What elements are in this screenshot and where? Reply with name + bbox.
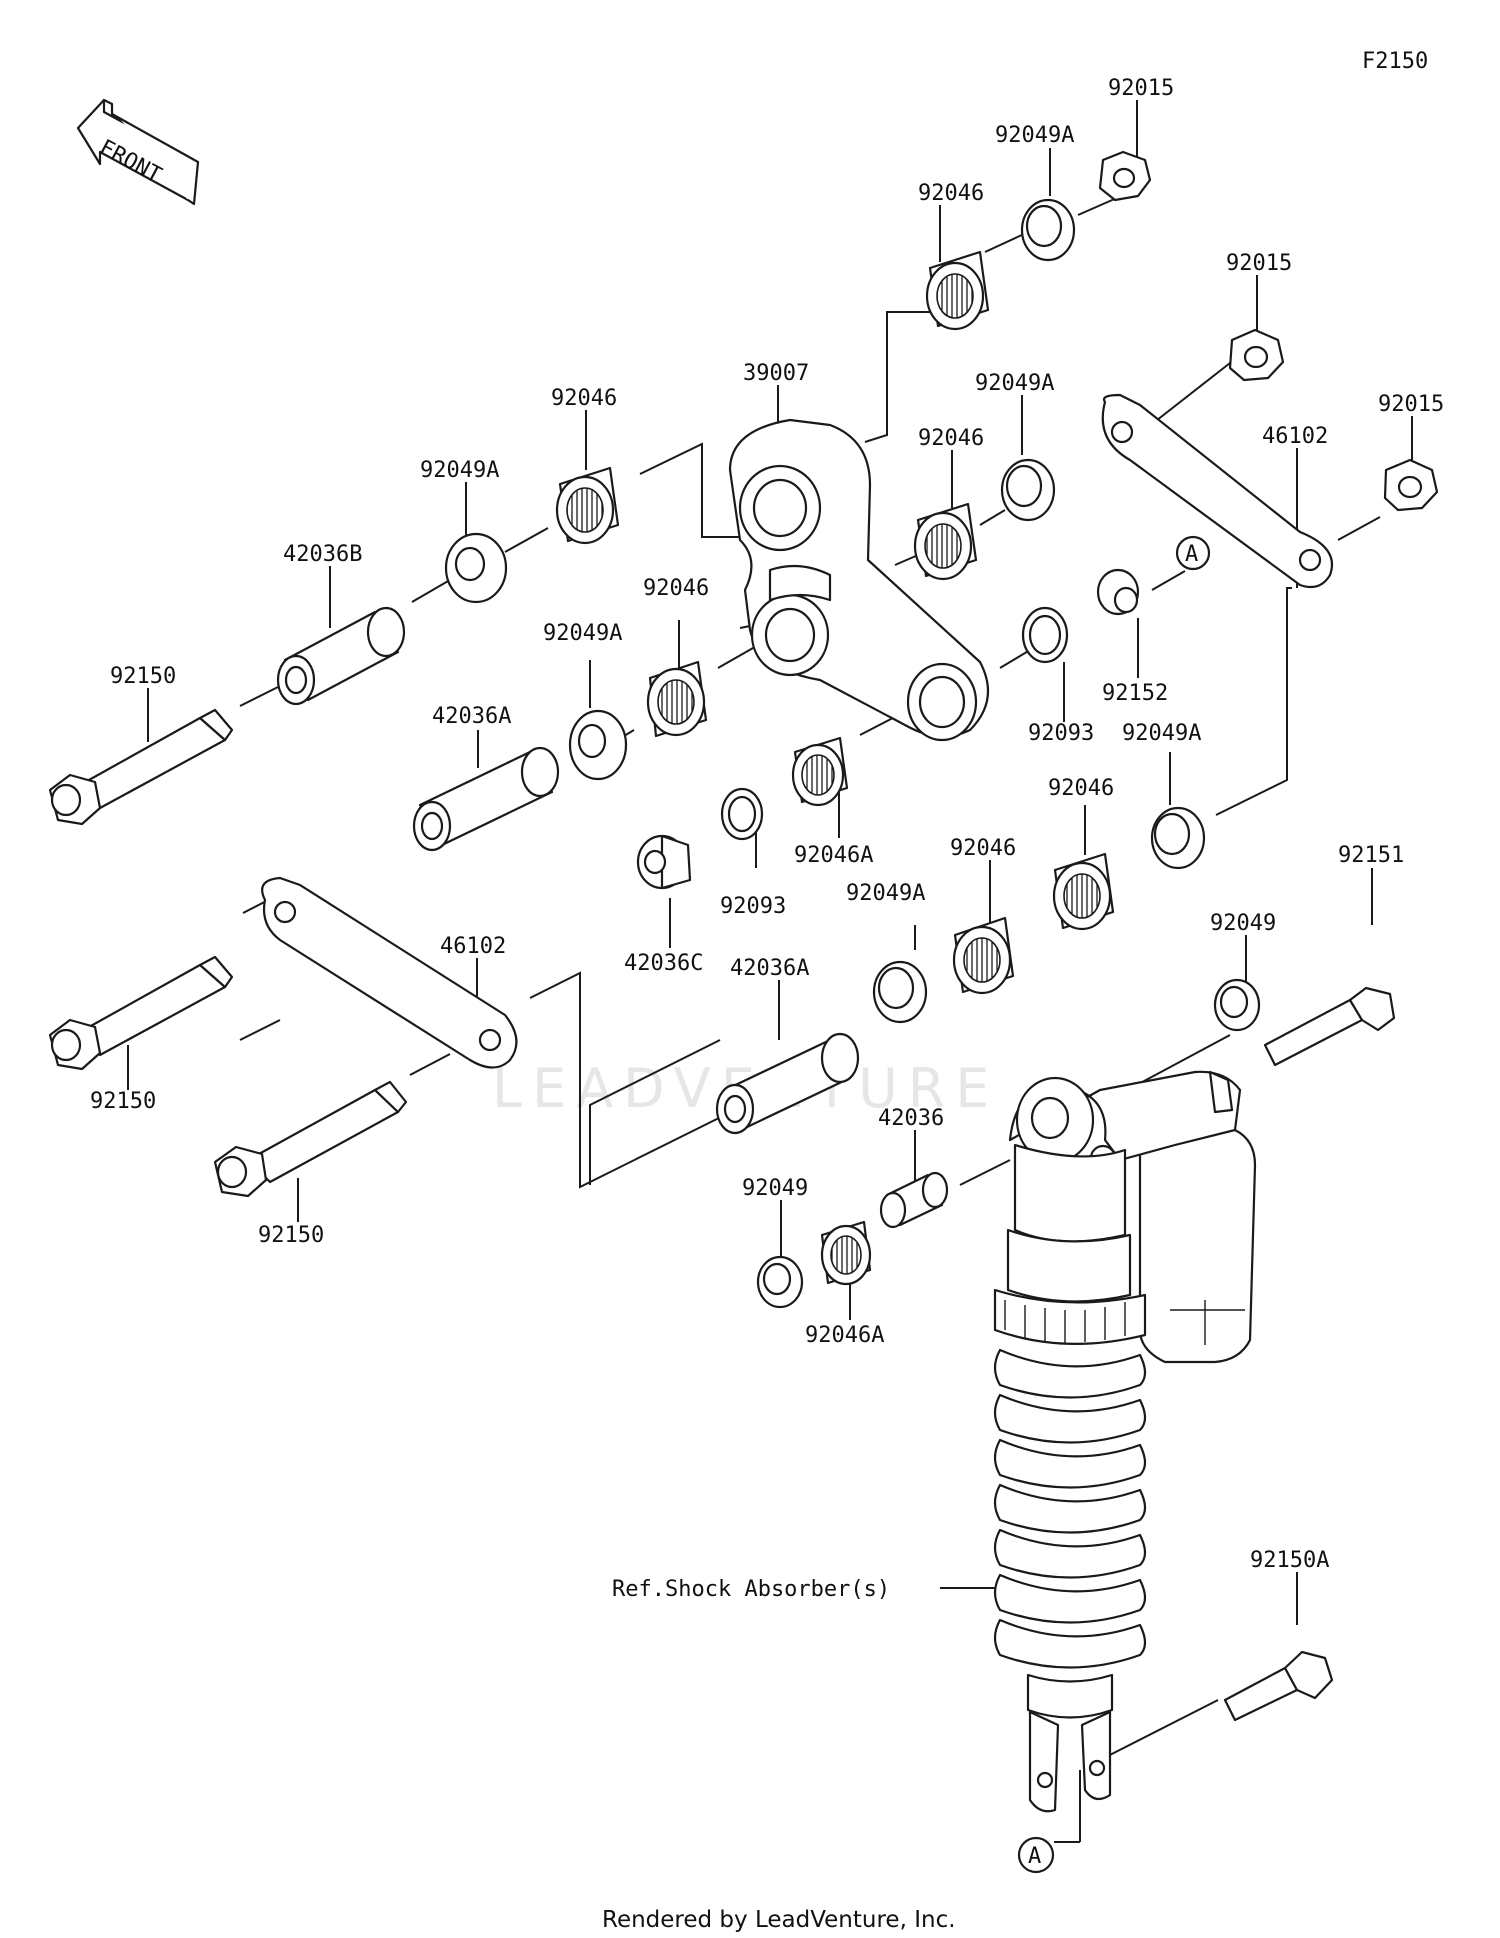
o-ring-icon bbox=[1021, 606, 1069, 664]
callout: 92046 bbox=[643, 576, 709, 601]
callout: 92046 bbox=[950, 836, 1016, 861]
seal-icon bbox=[1150, 806, 1206, 870]
flanged-collar-icon bbox=[636, 834, 692, 890]
callout: 92049A bbox=[543, 621, 622, 646]
collar-sleeve-icon bbox=[715, 1032, 860, 1135]
callout: 92046 bbox=[918, 426, 984, 451]
needle-bearing-icon bbox=[1052, 852, 1115, 931]
front-arrow-icon: FRONT bbox=[76, 98, 200, 206]
callout: 42036A bbox=[730, 956, 809, 981]
callout: 92015 bbox=[1378, 392, 1444, 417]
leader-lines bbox=[127, 100, 1413, 1843]
callout: 42036C bbox=[624, 951, 703, 976]
nut-icon bbox=[1098, 150, 1152, 202]
callout: 92046A bbox=[794, 843, 873, 868]
callout: 92093 bbox=[1028, 721, 1094, 746]
callout: 42036B bbox=[283, 542, 362, 567]
callout: 92046A bbox=[805, 1323, 884, 1348]
tie-rod-link-icon bbox=[261, 876, 518, 1069]
o-ring-icon bbox=[720, 787, 764, 841]
callout: 92049A bbox=[975, 371, 1054, 396]
seal-icon bbox=[1213, 978, 1261, 1032]
callout: 92049 bbox=[1210, 911, 1276, 936]
callout: 92049A bbox=[846, 881, 925, 906]
callout: 92150 bbox=[90, 1089, 156, 1114]
callout: 42036A bbox=[432, 704, 511, 729]
callout: 92150 bbox=[110, 664, 176, 689]
shock-absorber-icon bbox=[993, 1070, 1257, 1813]
needle-bearing-icon bbox=[555, 466, 620, 545]
callout: 92046 bbox=[1048, 776, 1114, 801]
washer-icon bbox=[444, 532, 508, 604]
callout: 92150A bbox=[1250, 1548, 1329, 1573]
callout: 42036 bbox=[878, 1106, 944, 1131]
callout: 92015 bbox=[1226, 251, 1292, 276]
bolt-icon bbox=[48, 955, 234, 1071]
callout: 92015 bbox=[1108, 76, 1174, 101]
callout: 92049 bbox=[742, 1176, 808, 1201]
callout: 92046 bbox=[918, 181, 984, 206]
seal-icon bbox=[872, 960, 928, 1024]
collar-sleeve-icon bbox=[276, 606, 406, 706]
reference-label: Ref.Shock Absorber(s) bbox=[612, 1577, 890, 1602]
callout: 92049A bbox=[995, 123, 1074, 148]
reference-marker-a: A bbox=[1175, 535, 1211, 571]
needle-bearing-icon bbox=[952, 916, 1015, 995]
callout: 39007 bbox=[743, 361, 809, 386]
callout: 46102 bbox=[440, 934, 506, 959]
svg-text:A: A bbox=[1028, 1844, 1041, 1869]
rocker-arm-icon bbox=[728, 418, 990, 742]
needle-bearing-icon bbox=[820, 1220, 872, 1286]
callout: 92046 bbox=[551, 386, 617, 411]
seal-icon bbox=[1020, 198, 1076, 262]
needle-bearing-icon bbox=[913, 502, 978, 581]
callout: 92152 bbox=[1102, 681, 1168, 706]
callout: 92049A bbox=[420, 458, 499, 483]
svg-text:A: A bbox=[1185, 542, 1198, 567]
part-callouts: 92015 92049A 92046 92015 92015 39007 920… bbox=[90, 76, 1444, 1573]
callout: 92151 bbox=[1338, 843, 1404, 868]
bolt-icon bbox=[1223, 1650, 1334, 1722]
callout: 92093 bbox=[720, 894, 786, 919]
bolt-icon bbox=[213, 1080, 408, 1198]
callout: 92150 bbox=[258, 1223, 324, 1248]
needle-bearing-icon bbox=[791, 736, 849, 807]
bolt-icon bbox=[1263, 986, 1396, 1067]
seal-icon bbox=[756, 1255, 804, 1309]
nut-icon bbox=[1228, 328, 1285, 382]
collar-sleeve-icon bbox=[879, 1171, 949, 1229]
footer-credit: Rendered by LeadVenture, Inc. bbox=[602, 1907, 956, 1933]
collar-icon bbox=[1096, 568, 1140, 616]
reference-marker-a: A bbox=[1017, 1836, 1055, 1874]
washer-icon bbox=[568, 709, 628, 781]
callout: 92049A bbox=[1122, 721, 1201, 746]
nut-icon bbox=[1383, 458, 1439, 512]
callout: 46102 bbox=[1262, 424, 1328, 449]
needle-bearing-icon bbox=[646, 660, 708, 738]
diagram-code: F2150 bbox=[1362, 49, 1428, 74]
needle-bearing-icon bbox=[925, 250, 990, 331]
collar-sleeve-icon bbox=[412, 746, 560, 852]
tie-rod-link-icon bbox=[1101, 393, 1334, 589]
seal-icon bbox=[1000, 458, 1056, 522]
bolt-icon bbox=[48, 708, 234, 826]
